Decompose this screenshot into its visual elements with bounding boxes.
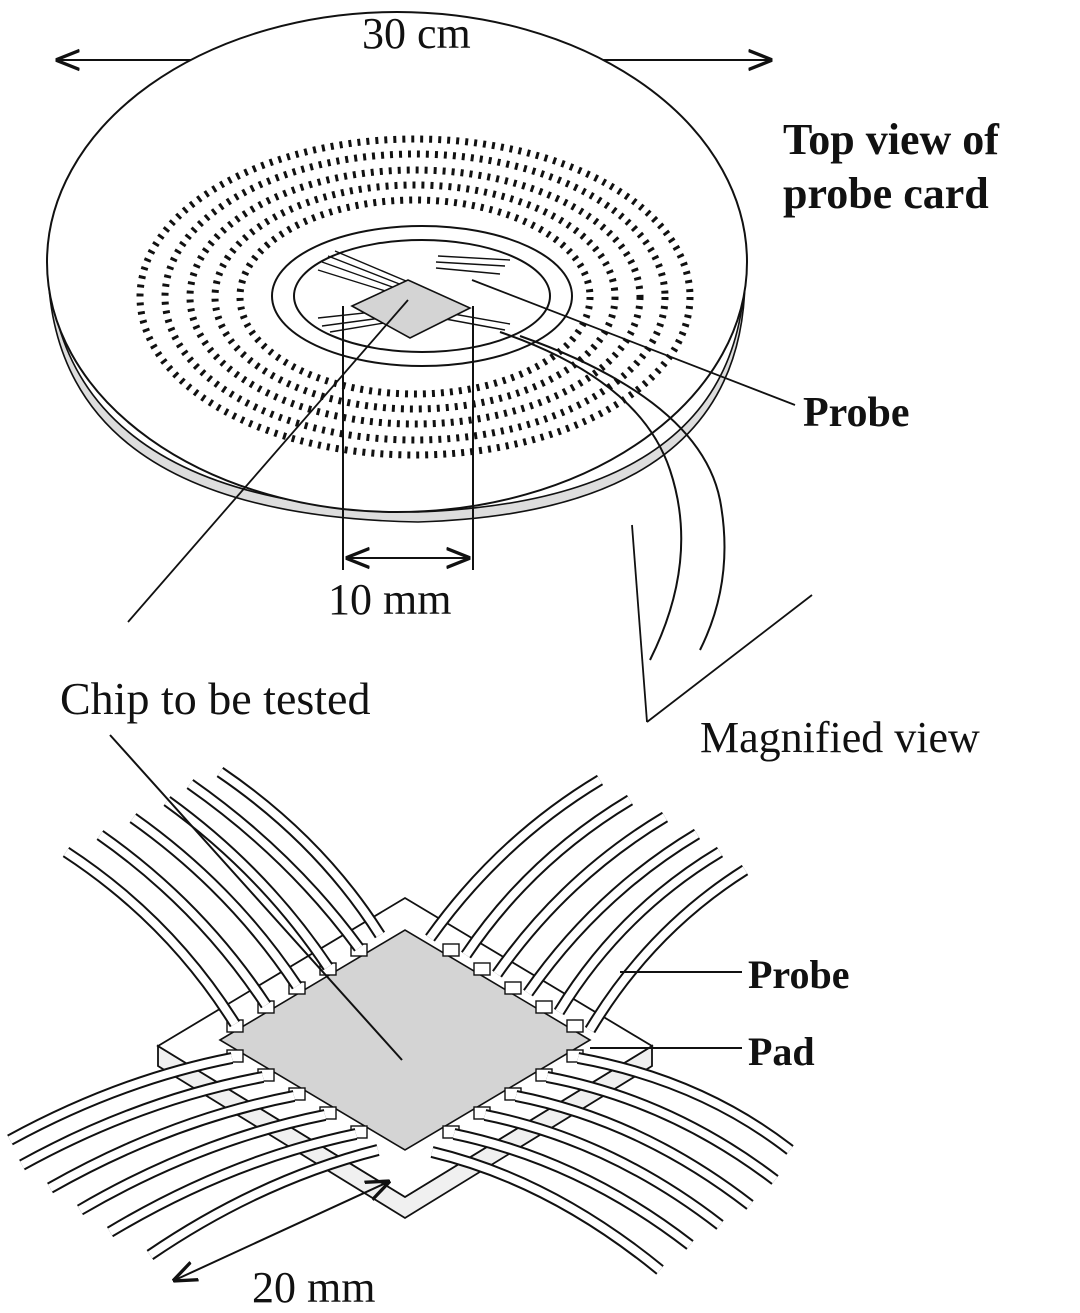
leaders-magnified (109, 734, 742, 1061)
probe-cable (499, 331, 726, 661)
pad (504, 981, 522, 995)
probes-upper-right-inner (426, 776, 748, 1033)
label-30cm: 30 cm (362, 9, 471, 58)
label-top-view-line2: probe card (783, 169, 989, 218)
pad (442, 943, 460, 957)
pad (535, 1000, 553, 1014)
label-probe-top: Probe (803, 390, 910, 436)
label-magnified-view: Magnified view (700, 713, 980, 762)
dimension-10mm (342, 306, 474, 570)
label-top-view-line1: Top view of (783, 115, 999, 164)
chip-small (350, 279, 472, 339)
label-10mm: 10 mm (328, 575, 452, 624)
pad (473, 962, 491, 976)
leader-probe-top (471, 279, 796, 406)
label-probe-bottom: Probe (748, 952, 850, 997)
chip-die (218, 929, 592, 1151)
pad (566, 1019, 584, 1033)
magnify-callout (127, 299, 813, 723)
probe-card (46, 11, 748, 661)
probes-lower-right-inner (431, 1054, 793, 1274)
label-chip-to-be-tested: Chip to be tested (60, 673, 371, 724)
probes-upper-left-inner (63, 768, 384, 1027)
dimension-arrow-20mm (175, 1182, 388, 1280)
label-pad: Pad (748, 1029, 815, 1074)
label-20mm: 20 mm (252, 1263, 376, 1312)
magnified-chip (7, 767, 794, 1275)
via-rings (136, 135, 694, 459)
